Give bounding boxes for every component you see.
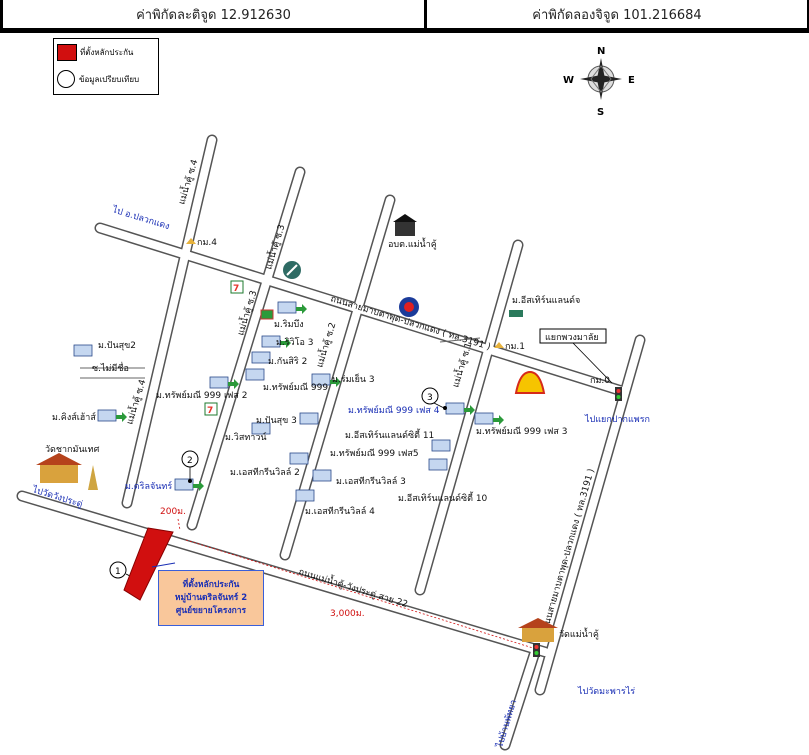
village-label: ม.เอสทีกรีนวิลล์ 3 — [336, 475, 406, 487]
legend-compare-label: ข้อมูลเปรียบเทียบ — [79, 74, 140, 84]
village-label: ม.กันสิริ 2 — [268, 356, 307, 367]
distance-3000-line — [185, 539, 534, 649]
compass-icon: N S E W — [563, 46, 635, 118]
village-label: ม.ปันสุข 3 — [256, 416, 297, 426]
village-label: ม.คิงส์เฮ้าส์ — [52, 411, 96, 423]
village-label: ม.วิสทาวน์ — [225, 431, 267, 443]
km1-label: กม.1 — [505, 342, 525, 352]
village-label: ม.ทรัพย์มณี 999 เฟส 2 — [156, 389, 247, 401]
village-arrows — [116, 304, 504, 491]
latitude-text: ค่าพิกัดละติจูด 12.912630 — [136, 7, 291, 23]
village-label: ม.ริวิโอ 3 — [276, 337, 314, 348]
shell-station-icon — [514, 370, 546, 394]
distance-3000: 3,000ม. — [330, 609, 365, 619]
callout-line1: ที่ตั้งหลักประกัน — [182, 579, 240, 590]
svg-text:7: 7 — [233, 284, 239, 294]
compass-n: N — [597, 46, 605, 57]
soi-namsue-label: ซ.ไม่มีชื่อ — [92, 361, 129, 374]
km4-label: กม.4 — [197, 238, 217, 248]
obt-label: อบต.แม่น้ำคู้ — [388, 237, 437, 250]
coordinate-header: ค่าพิกัดละติจูด 12.912630 ค่าพิกัดลองจิจ… — [0, 0, 809, 33]
dir-yaekpakphaek: ไปแยกปากแพรก — [584, 414, 650, 425]
eastern-label: ม.อีสเทิร์นแลนด์จ — [512, 294, 580, 306]
village-label: ม.ทรัพย์มณี 999 เฟส5 — [330, 447, 419, 459]
minor-soi — [80, 337, 481, 379]
compass-w: W — [563, 75, 574, 86]
village-label: ม.ร่มเย็น 3 — [332, 372, 375, 385]
compare-marker-3: 3 — [421, 387, 447, 410]
dir-pluakdaeng: ไป อ.ปลวกแดง — [110, 204, 171, 232]
village-labels: ม.ริมบึง ม.ริวิโอ 3 ม.กันสิริ 2 ม.ทรัพย์… — [52, 319, 567, 517]
village-icon — [445, 402, 465, 415]
legend-row-compare: ข้อมูลเปรียบเทียบ — [57, 70, 139, 88]
village-icon — [474, 412, 494, 425]
compass-e: E — [628, 75, 635, 86]
km0-label: กม.0 — [590, 376, 610, 386]
distance-200: 200ม. — [160, 507, 186, 517]
village-label: ม.ทรัพย์มณี 999 — [263, 381, 328, 393]
temple-left-icon — [36, 453, 98, 490]
legend-project-label: ที่ตั้งหลักประกัน — [80, 48, 134, 57]
rimbueng-icon — [260, 309, 274, 320]
village-icon — [277, 301, 297, 314]
temple-right-icon — [518, 618, 558, 642]
longitude-text: ค่าพิกัดลองจิจูด 101.216684 — [532, 7, 702, 23]
village-icon — [295, 489, 315, 502]
village-label: ม.ดริลจันทร์ — [125, 480, 172, 492]
callout-pointer — [151, 562, 176, 568]
village-icon — [97, 409, 117, 422]
road-label-soi3a: แม่น้ำคู้ ซ.3 — [261, 223, 287, 271]
compass-s: S — [597, 107, 604, 118]
village-icon — [245, 368, 265, 381]
village-icon — [431, 439, 451, 452]
village-icon — [311, 373, 331, 386]
dir-watmaptaphut: ไปวัดมะพารไร่ — [577, 686, 635, 697]
village-label: ม.อีสเทิร์นแลนด์ซิตี้ 10 — [398, 491, 488, 504]
callout-line2: หมู่บ้านดริลจันทร์ 2 — [174, 592, 248, 603]
village-icon — [209, 376, 229, 389]
project-swatch-icon — [57, 44, 77, 61]
traffic-light-icon — [533, 387, 622, 657]
legend: ที่ตั้งหลักประกัน ข้อมูลเปรียบเทียบ — [53, 38, 159, 95]
village-label: ม.เอสทีกรีนวิลล์ 4 — [305, 505, 375, 517]
header-divider — [0, 30, 809, 33]
gas-station-icon — [283, 261, 301, 279]
village-icon — [299, 412, 319, 425]
village-icon — [428, 458, 448, 471]
road-label-soi1: แม่น้ำคู้ ซ.1 — [448, 341, 474, 389]
village-icon — [251, 351, 271, 364]
svg-text:3: 3 — [427, 393, 433, 403]
village-icon — [251, 422, 271, 435]
longitude-cell: ค่าพิกัดลองจิจูด 101.216684 — [424, 0, 809, 30]
village-label: ม.ริมบึง — [274, 319, 304, 330]
temple-left-label: วัดชากมันเทศ — [45, 445, 100, 455]
village-icon — [73, 344, 93, 357]
junction-label: แยกพวงมาลัย — [545, 333, 599, 343]
svg-text:1: 1 — [115, 567, 121, 577]
compare-marker-2: 2 — [181, 450, 199, 483]
svg-text:2: 2 — [187, 456, 193, 466]
project-callout: ที่ตั้งหลักประกัน หมู่บ้านดริลจันทร์ 2 ศ… — [158, 570, 264, 626]
village-icon — [289, 452, 309, 465]
village-label: ม.อีสเทิร์นแลนด์ซิตี้ 11 — [345, 428, 434, 441]
road-label-soi2: แม่น้ำคู้ ซ.2 — [312, 321, 338, 369]
eastern-sign-icon — [509, 310, 523, 317]
seven-eleven-icon: 7 7 — [204, 280, 244, 416]
village-label: ม.เอสทีกรีนวิลล์ 2 — [230, 466, 300, 478]
village-label: ม.ปันสุข2 — [98, 341, 136, 351]
km-markers: กม.4 กม.1 กม.0 — [186, 238, 610, 386]
obt-office-icon — [393, 214, 417, 236]
village-label: ม.ทรัพย์มณี 999 เฟส 3 — [476, 425, 567, 437]
village-label: ม.ทรัพย์มณี 999 เฟส 4 — [348, 404, 440, 416]
temple-right-label: วัดแม่น้ำคู้ — [559, 627, 599, 640]
svg-text:7: 7 — [207, 406, 213, 416]
compare-circle-icon — [57, 70, 75, 88]
ptt-station-icon — [399, 297, 419, 317]
project-plot — [123, 527, 174, 601]
village-icon — [312, 469, 332, 482]
road-fills — [18, 136, 644, 749]
legend-row-project: ที่ตั้งหลักประกัน — [57, 44, 133, 61]
callout-line3: ศูนย์ขยายโครงการ — [175, 605, 247, 616]
